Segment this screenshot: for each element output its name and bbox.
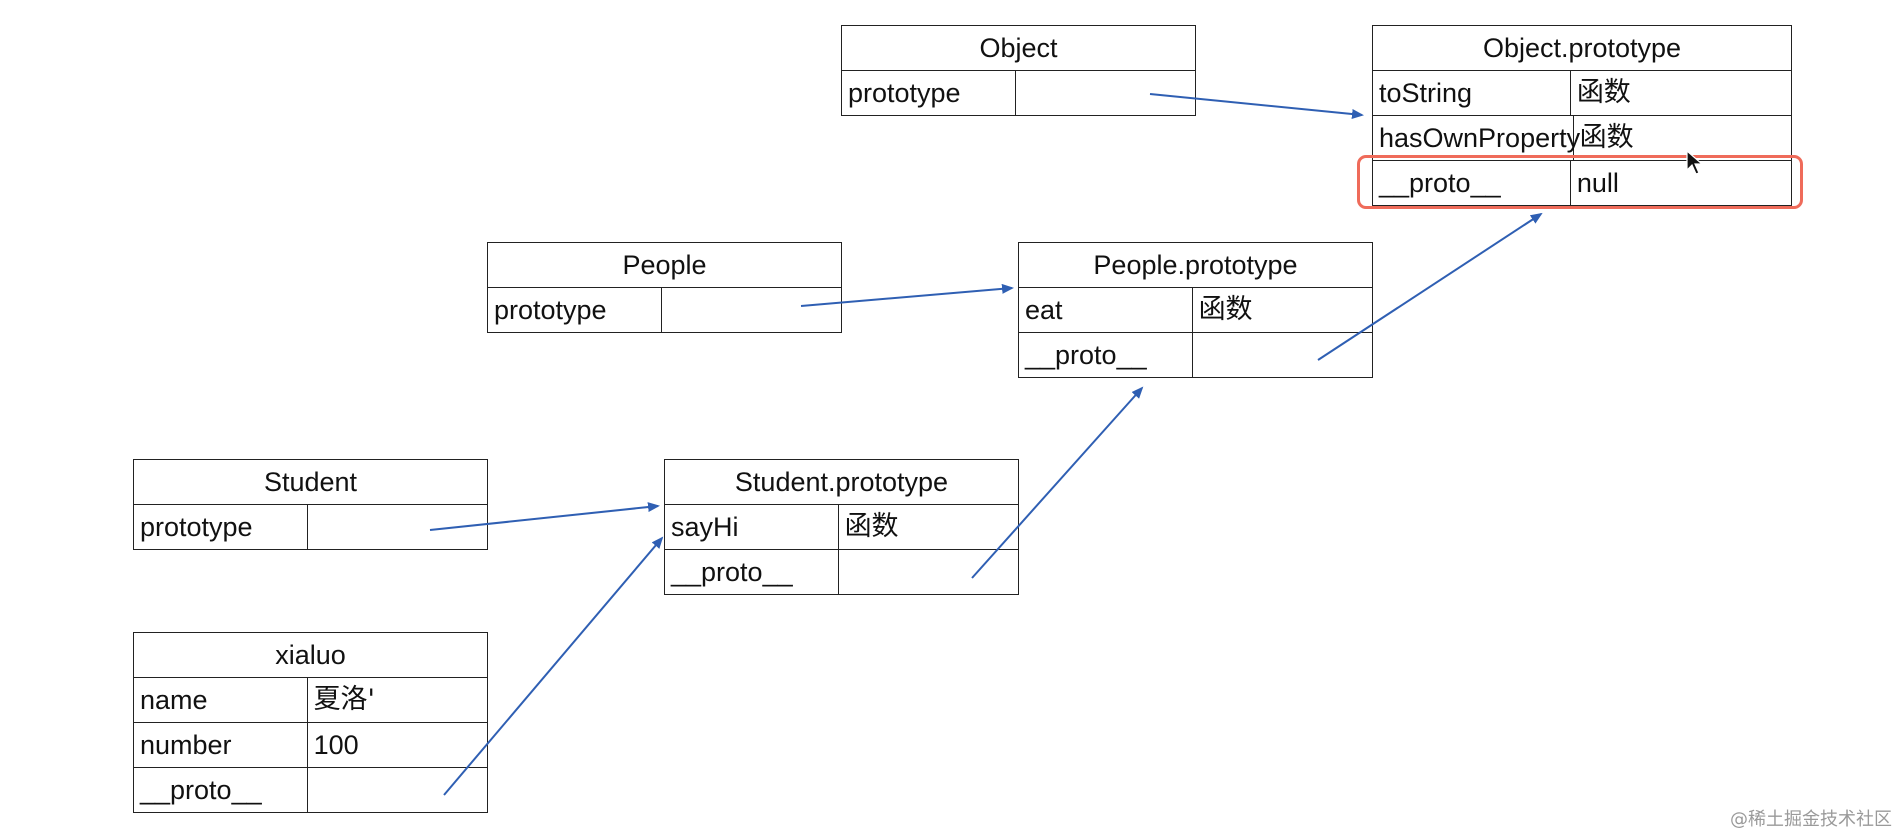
- arrow-people-to-people-prototype: [800, 283, 1014, 307]
- xialuo-row-name: name 夏洛': [134, 678, 487, 723]
- student-prototype-title: Student.prototype: [665, 460, 1018, 505]
- people-row-prototype: prototype: [488, 288, 841, 332]
- object-prototype-row-tostring: toString 函数: [1373, 71, 1791, 116]
- object-title: Object: [842, 26, 1195, 71]
- xialuo-key-number: number: [134, 723, 308, 767]
- xialuo-key-name: name: [134, 678, 308, 722]
- xialuo-val-number: 100: [313, 730, 359, 760]
- student-row-prototype: prototype: [134, 505, 487, 549]
- arrow-xialuo-proto-to-student-prototype: [443, 536, 664, 796]
- proto-null-highlight: [1357, 155, 1803, 209]
- student-prototype-key-proto: __proto__: [665, 550, 839, 594]
- xialuo-title: xialuo: [134, 633, 487, 678]
- people-prototype-row-eat: eat 函数: [1019, 288, 1372, 333]
- object-box: Object prototype: [841, 25, 1196, 116]
- xialuo-val-name: 夏洛': [313, 684, 375, 715]
- object-key-prototype: prototype: [842, 71, 1016, 115]
- people-prototype-key-eat: eat: [1019, 288, 1193, 332]
- xialuo-box: xialuo name 夏洛' number 100 __proto__: [133, 632, 488, 813]
- arrow-object-to-object-prototype: [1149, 93, 1364, 119]
- student-prototype-val-sayhi: 函数: [844, 511, 899, 542]
- object-prototype-key-proto: __proto__: [1373, 161, 1571, 205]
- object-prototype-row-proto: __proto__ null: [1373, 161, 1791, 205]
- object-prototype-val-tostring: 函数: [1576, 77, 1631, 108]
- object-prototype-val-proto: null: [1576, 168, 1619, 198]
- object-prototype-key-hasownproperty: hasOwnProperty: [1373, 116, 1580, 160]
- arrow-student-prototype-proto-to-people-prototype: [971, 386, 1144, 579]
- student-box: Student prototype: [133, 459, 488, 550]
- student-prototype-row-proto: __proto__: [665, 550, 1018, 594]
- people-prototype-key-proto: __proto__: [1019, 333, 1193, 377]
- people-prototype-box: People.prototype eat 函数 __proto__: [1018, 242, 1373, 378]
- xialuo-row-proto: __proto__: [134, 768, 487, 812]
- people-prototype-title: People.prototype: [1019, 243, 1372, 288]
- xialuo-row-number: number 100: [134, 723, 487, 768]
- mouse-cursor-icon: [1686, 150, 1704, 175]
- people-box: People prototype: [487, 242, 842, 333]
- arrow-people-prototype-proto-to-object-prototype: [1317, 212, 1543, 361]
- student-prototype-row-sayhi: sayHi 函数: [665, 505, 1018, 550]
- object-prototype-title: Object.prototype: [1373, 26, 1791, 71]
- student-title: Student: [134, 460, 487, 505]
- object-prototype-row-hasownproperty: hasOwnProperty 函数: [1373, 116, 1791, 161]
- xialuo-key-proto: __proto__: [134, 768, 308, 812]
- object-prototype-key-tostring: toString: [1373, 71, 1571, 115]
- watermark: @稀土掘金技术社区: [1730, 809, 1892, 830]
- object-row-prototype: prototype: [842, 71, 1195, 115]
- people-prototype-row-proto: __proto__: [1019, 333, 1372, 377]
- people-key-prototype: prototype: [488, 288, 662, 332]
- student-prototype-key-sayhi: sayHi: [665, 505, 839, 549]
- object-prototype-val-hasownproperty: 函数: [1579, 122, 1634, 153]
- arrow-student-to-student-prototype: [429, 502, 660, 531]
- student-key-prototype: prototype: [134, 505, 308, 549]
- object-prototype-box: Object.prototype toString 函数 hasOwnPrope…: [1372, 25, 1792, 206]
- people-prototype-val-eat: 函数: [1198, 294, 1253, 325]
- student-prototype-box: Student.prototype sayHi 函数 __proto__: [664, 459, 1019, 595]
- people-title: People: [488, 243, 841, 288]
